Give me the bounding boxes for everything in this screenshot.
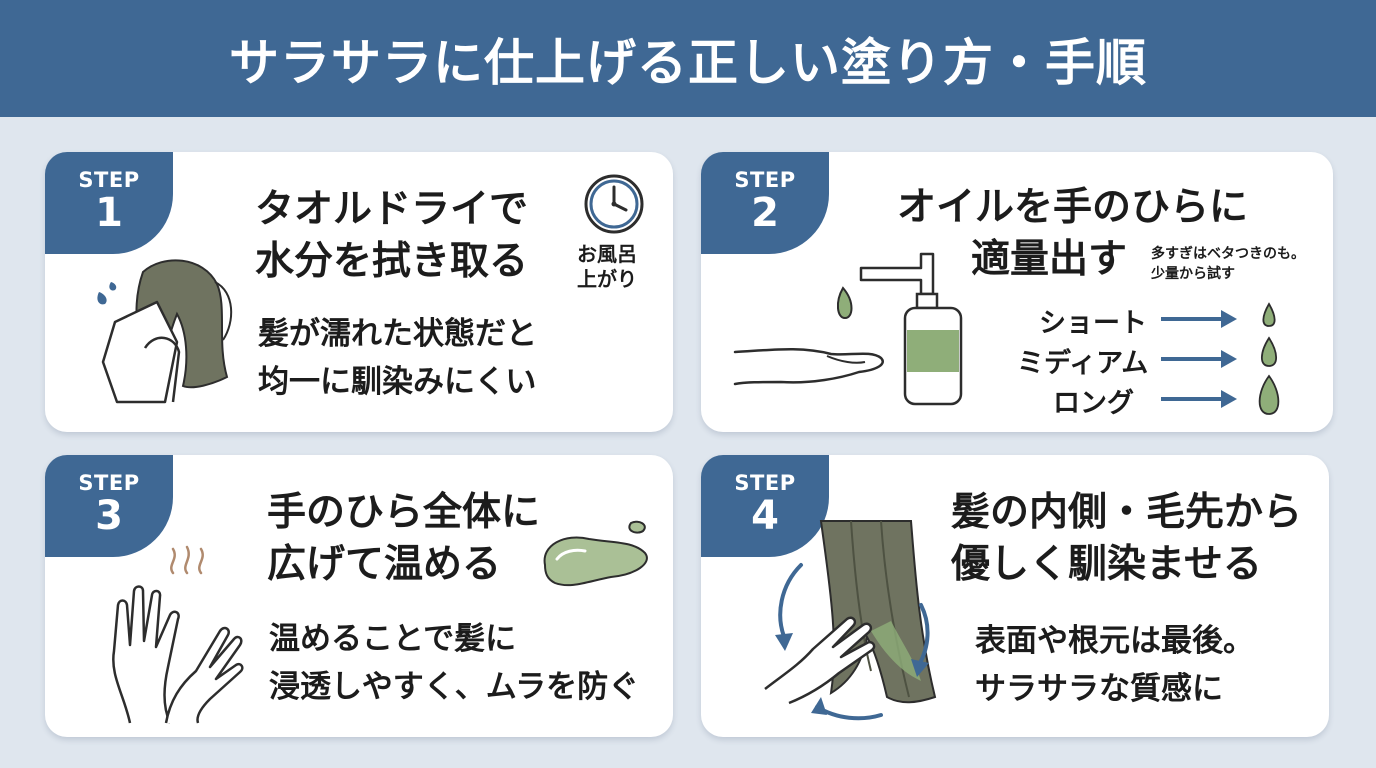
step-card-3: STEP 3 手のひら全体に 広げて温める 温めることで髪に 浸透しやすく、ムラ… bbox=[45, 455, 673, 737]
pump-bottle-icon bbox=[837, 252, 963, 406]
length-arrows bbox=[1161, 302, 1280, 415]
step-badge: STEP 4 bbox=[701, 455, 829, 557]
clock-caption: お風呂 上がり bbox=[577, 242, 637, 291]
arrow-icon bbox=[1161, 310, 1237, 408]
oil-drop-icon bbox=[1258, 374, 1280, 415]
step-number: 4 bbox=[751, 493, 779, 539]
length-label-long: ロング bbox=[1053, 388, 1134, 419]
towel-drying-hair-icon bbox=[97, 259, 233, 404]
open-hand-icon bbox=[733, 348, 884, 386]
step-number: 1 bbox=[95, 190, 123, 236]
page-title: サラサラに仕上げる正しい塗り方・手順 bbox=[229, 33, 1147, 92]
step-number: 3 bbox=[95, 493, 123, 539]
oil-puddle-icon bbox=[543, 520, 648, 587]
step-badge: STEP 1 bbox=[45, 152, 173, 254]
step-card-1: STEP 1 タオルドライで 水分を拭き取る お風呂 上がり 髪が濡れた状態だと… bbox=[45, 152, 673, 432]
step-title: 手のひら全体に 広げて温める bbox=[267, 490, 541, 587]
circular-arrows-icon bbox=[775, 563, 930, 721]
step-label: STEP bbox=[734, 168, 796, 192]
step-label: STEP bbox=[78, 168, 140, 192]
length-label-short: ショート bbox=[1039, 308, 1147, 339]
step-note: 多すぎはベタつきのも。 少量から試す bbox=[1151, 246, 1305, 282]
step-label: STEP bbox=[78, 471, 140, 495]
step-title: タオルドライで 水分を拭き取る bbox=[255, 187, 529, 284]
step-title: 髪の内側・毛先から 優しく馴染ませる bbox=[951, 490, 1303, 587]
step-description: 髪が濡れた状態だと 均一に馴染みにくい bbox=[258, 316, 537, 400]
length-label-medium: ミディアム bbox=[1017, 348, 1149, 379]
hand-applying-icon bbox=[764, 616, 876, 705]
step-title-line1: オイルを手のひらに bbox=[897, 185, 1249, 230]
step-description: 表面や根元は最後。 サラサラな質感に bbox=[975, 623, 1254, 707]
oil-drop-icon bbox=[1260, 336, 1278, 367]
step-title-line2: 適量出す bbox=[971, 237, 1128, 282]
step-number: 2 bbox=[751, 190, 779, 236]
step-label: STEP bbox=[734, 471, 796, 495]
rubbing-hands-icon bbox=[112, 585, 244, 724]
steam-icon bbox=[170, 545, 204, 575]
header-banner: サラサラに仕上げる正しい塗り方・手順 bbox=[0, 0, 1376, 117]
step-card-4: STEP 4 髪の内側・毛先から 優しく馴染ませる 表面や根元は最後。 サラサラ… bbox=[701, 455, 1329, 737]
clock-icon bbox=[584, 174, 644, 234]
step-description: 温めることで髪に 浸透しやすく、ムラを防ぐ bbox=[269, 621, 640, 705]
step-card-2: STEP 2 オイルを手のひらに 適量出す 多すぎはベタつきのも。 少量から試す… bbox=[701, 152, 1333, 432]
oil-drop-icon bbox=[1262, 302, 1276, 327]
step-badge: STEP 2 bbox=[701, 152, 829, 254]
step-badge: STEP 3 bbox=[45, 455, 173, 557]
